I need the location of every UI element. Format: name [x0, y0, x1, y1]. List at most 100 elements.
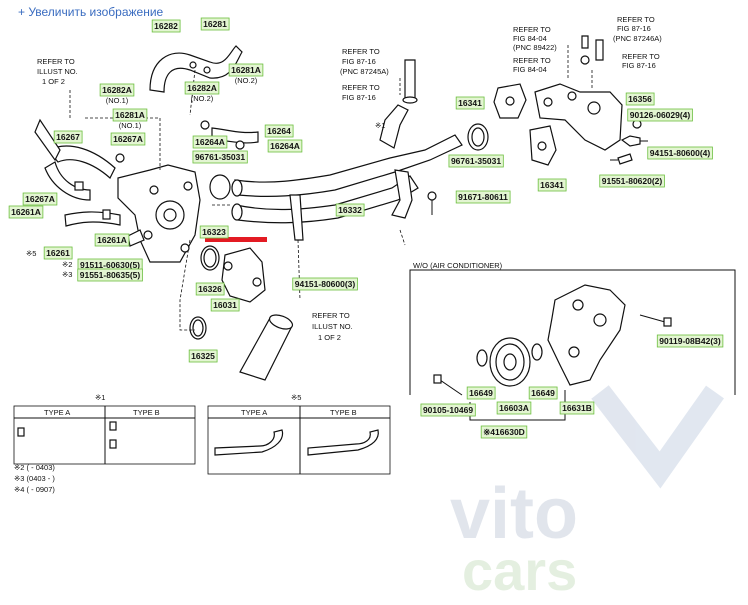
part-number-p16631B: 16631B [562, 403, 592, 413]
part-number-box [192, 135, 228, 149]
part-number-p16281A_top: 16281A [231, 65, 261, 75]
part-number-p16332: 16332 [338, 205, 362, 215]
refer-tr2-4: REFER TO [622, 52, 660, 61]
part-label-p16282A_mid_note: (NO.2) [191, 94, 214, 103]
part-number-box [94, 233, 130, 247]
part-number-box [151, 19, 181, 33]
part-number-p16356: 16356 [628, 94, 652, 104]
part-label-p16281A_mid_note: (NO.1) [119, 121, 142, 130]
part-number-p90126_a: 90126-06029(4) [630, 110, 691, 120]
date-legend: ※2 ( - 0403) ※3 (0403 - ) ※4 ( - 0907) [14, 463, 55, 494]
part-number-p16282A_mid_note: (NO.2) [191, 94, 214, 103]
part-label-p16603A: 16603A [496, 401, 532, 415]
part-number-p16326: 16326 [198, 284, 222, 294]
part-number-box [264, 124, 294, 138]
part-label-p94151_a: 94151-80600(3) [292, 277, 358, 291]
type-table-5: ※5 TYPE A TYPE B [207, 393, 391, 475]
part-label-p16267A_a: 16267A [110, 132, 146, 146]
part-number-box [559, 401, 595, 415]
refer-bottom-3: 1 OF 2 [318, 333, 341, 342]
part-number-box [599, 174, 665, 188]
type-table-1: ※1 TYPE A TYPE B [13, 393, 196, 465]
part-number-box [335, 203, 365, 217]
part-number-box [43, 246, 73, 260]
part-label-p16282A_mid: 16282A [184, 81, 220, 95]
part-number-box [625, 92, 655, 106]
part-label-p16356: 16356 [625, 92, 655, 106]
part-number-p16282A_mid: 16282A [187, 83, 217, 93]
part-number-p16261A_b: 16261A [97, 235, 127, 245]
part-number-box [228, 63, 264, 77]
part-number-box [110, 132, 146, 146]
part-label-p16332: 16332 [335, 203, 365, 217]
part-label-p16267: 16267 [53, 130, 83, 144]
part-number-p16630D: ※416630D [483, 427, 525, 437]
refer-tr2-1: REFER TO [617, 15, 655, 24]
part-number-p16341_b: 16341 [540, 180, 564, 190]
part-number-box [528, 386, 558, 400]
part-label-p94151_b: 94151-80600(4) [647, 146, 713, 160]
refer-tr2-2: FIG 87-16 [617, 24, 651, 33]
part-number-box [112, 108, 148, 122]
part-number-box [466, 386, 496, 400]
enlarge-image-link[interactable]: + Увеличить изображение [18, 5, 164, 19]
highlight-marker [205, 237, 267, 242]
part-number-p16323: 16323 [202, 227, 226, 237]
box5-mark: ※5 [291, 393, 301, 402]
mark-3: ※3 [62, 270, 72, 279]
part-number-box [448, 154, 504, 168]
part-number-box [267, 139, 303, 153]
part-label-p16282A_left_note: (NO.1) [106, 96, 129, 105]
water-inlet [221, 247, 266, 303]
part-number-p16649_b: 16649 [531, 388, 555, 398]
lower-hose [189, 314, 294, 381]
refer-bottom-1: REFER TO [312, 311, 350, 320]
watermark-cars: cars [462, 539, 577, 600]
part-number-p16282: 16282 [154, 21, 178, 31]
refer-tr2-3: (PNC 87246A) [613, 34, 662, 43]
part-label-p16649_b: 16649 [528, 386, 558, 400]
part-number-box [8, 205, 44, 219]
part-label-p90105: 90105-10469 [420, 403, 476, 417]
refer-tr1-1: REFER TO [513, 25, 551, 34]
refer-bottom-2: ILLUST NO. [312, 322, 353, 331]
part-number-p16031: 16031 [213, 300, 237, 310]
part-number-p16264A_a: 16264A [195, 137, 225, 147]
refer-tr1-4: REFER TO [513, 56, 551, 65]
box1-type-b: TYPE B [133, 408, 160, 417]
part-number-box [455, 190, 511, 204]
part-label-p16323: 16323 [199, 225, 229, 239]
box1-type-a: TYPE A [44, 408, 70, 417]
part-label-p96761_a: 96761-35031 [192, 150, 248, 164]
part-number-p16603A: 16603A [499, 403, 529, 413]
refer-tr1-3: (PNC 89422) [513, 43, 557, 52]
part-number-p91551_b: 91551-80620(2) [602, 176, 663, 186]
part-number-box [496, 401, 532, 415]
part-number-box [656, 334, 724, 348]
refer-left-2: ILLUST NO. [37, 67, 78, 76]
part-label-p90126_a: 90126-06029(4) [627, 108, 693, 122]
part-label-p16341_b: 16341 [537, 178, 567, 192]
part-number-box [22, 192, 58, 206]
bypass-pipe [231, 59, 489, 241]
part-label-p90119: 90119-08B42(3) [656, 334, 724, 348]
thermostat-gasket [200, 245, 220, 271]
part-label-p16261: 16261 [43, 246, 73, 260]
box1-mark: ※1 [95, 393, 105, 402]
refer-center-4: REFER TO [342, 83, 380, 92]
upper-hose-assembly [34, 45, 259, 227]
part-number-box [53, 130, 83, 144]
refer-left-1: REFER TO [37, 57, 75, 66]
part-number-p90105: 90105-10469 [423, 405, 473, 415]
part-number-box [292, 277, 358, 291]
part-number-box [210, 298, 240, 312]
part-label-p91551_b: 91551-80620(2) [599, 174, 665, 188]
part-number-box [99, 83, 135, 97]
part-label-p91551_a: 91551-80635(5) [77, 268, 143, 282]
refer-tr2-5: FIG 87-16 [622, 61, 656, 70]
part-number-p90119: 90119-08B42(3) [659, 336, 721, 346]
part-number-p16282A_left_note: (NO.1) [106, 96, 129, 105]
legend-line-1: ※2 ( - 0403) [14, 463, 55, 472]
part-label-p16282: 16282 [151, 19, 181, 33]
part-label-p16267A_b: 16267A [22, 192, 58, 206]
